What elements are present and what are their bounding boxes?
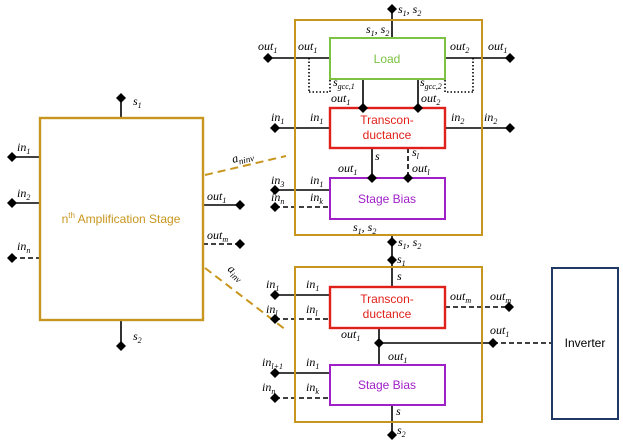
main-s1-label: s1 (133, 94, 142, 110)
main-stage-label: nth Amplification Stage (62, 211, 181, 226)
bottom-stage-block (294, 266, 483, 423)
bottom-transconductance-block (328, 285, 447, 330)
top-in2-ext-label: in2 (484, 110, 497, 126)
top-in1-sb-label: in1 (310, 173, 323, 189)
top-in1-ext-label: in1 (271, 110, 284, 126)
a-inv-label: ainv (224, 262, 247, 285)
top-sgcc1-label: sgcc,1 (333, 75, 355, 91)
top-inn-ext-label: inn (271, 190, 284, 206)
bottom-in1-ext-label: in1 (266, 277, 279, 293)
a-ninv-label: aninv (230, 147, 255, 168)
top-int-s-label: s1, s2 (366, 22, 389, 38)
top-bottom-s-label: s1, s2 (353, 220, 376, 236)
top-s-label: s (375, 149, 380, 163)
main-inn-label: inn (17, 239, 30, 255)
bottom-transconductance-label-line2: ductance (363, 307, 412, 321)
blocks (38, 19, 619, 423)
top-stage-bias-block (329, 177, 446, 220)
top-out1-int-label: out1 (298, 39, 317, 55)
main-stage-block (38, 116, 205, 322)
top-out1-ext-label: out1 (258, 39, 277, 55)
bottom-sb-out1-label: out1 (388, 349, 407, 365)
top-ext-s-label: s1, s2 (398, 2, 421, 18)
bottom-s-bottom-label: s (396, 404, 401, 418)
bottom-outm-int-label: outm (450, 289, 471, 305)
bottom-inl1-ext-label: inl+1 (262, 355, 283, 371)
top-sgcc2-label: sgcc,2 (420, 75, 442, 91)
bottom-outm-ext-label: outm (490, 289, 511, 305)
main-in2-label: in2 (17, 186, 30, 202)
bottom-ink-sb-label: ink (306, 380, 319, 396)
top-sb-out1-label: out1 (338, 161, 357, 177)
top-transconductance-label-line2: ductance (363, 128, 412, 142)
bottom-s2-label: s2 (397, 423, 406, 439)
bottom-transconductance-label-line1: Transcon- (360, 292, 414, 306)
top-sl-label: sl (412, 145, 420, 161)
main-s2-label: s2 (133, 329, 142, 345)
bottom-stage-bias-block (329, 364, 446, 406)
load-label: Load (374, 52, 401, 66)
bottom-inl-ext-label: inl (266, 302, 278, 318)
top-transconductance-label-line1: Transcon- (360, 113, 414, 127)
bottom-in1-sb-label: in1 (306, 355, 319, 371)
top-out2-ext-label: out1 (488, 39, 507, 55)
top-out2-int-label: out2 (450, 39, 469, 55)
bottom-in1-int-label: in1 (306, 277, 319, 293)
bottom-out1-right-label: out1 (490, 323, 509, 339)
inverter-block (551, 267, 619, 420)
bottom-tc-out1-label: out1 (341, 327, 360, 343)
bottom-s-label: s (397, 269, 402, 283)
top-transconductance-block (328, 106, 447, 150)
top-stage-block (294, 19, 483, 236)
block-labels: nth Amplification Stage Load Transcon- d… (62, 52, 606, 392)
top-in1-int-label: in1 (310, 110, 323, 126)
main-out1-label: out1 (207, 189, 226, 205)
a-ninv-connector (204, 155, 287, 176)
top-in3-ext-label: in3 (271, 173, 284, 189)
inverter-label: Inverter (565, 336, 606, 350)
top-ext-bottom-s-label: s1, s2 (398, 235, 421, 251)
bottom-inl-int-label: inl (306, 302, 318, 318)
top-in2-int-label: in2 (451, 110, 464, 126)
top-load-out1-label: out1 (331, 91, 350, 107)
port-labels: s1 s2 in1 in2 inn out1 outm s1, s2 s1, s… (17, 2, 511, 439)
top-sb-outl-label: outl (412, 161, 430, 177)
bottom-inn-ext-label: inn (262, 380, 275, 396)
top-stage-bias-label: Stage Bias (358, 192, 416, 206)
load-block (329, 37, 446, 80)
bottom-stage-bias-label: Stage Bias (358, 378, 416, 392)
top-ink-sb-label: ink (310, 190, 323, 206)
top-load-out2-label: out2 (421, 91, 440, 107)
main-outm-label: outm (207, 228, 228, 244)
main-in1-label: in1 (17, 140, 30, 156)
bottom-s1-label: s1 (397, 252, 406, 268)
